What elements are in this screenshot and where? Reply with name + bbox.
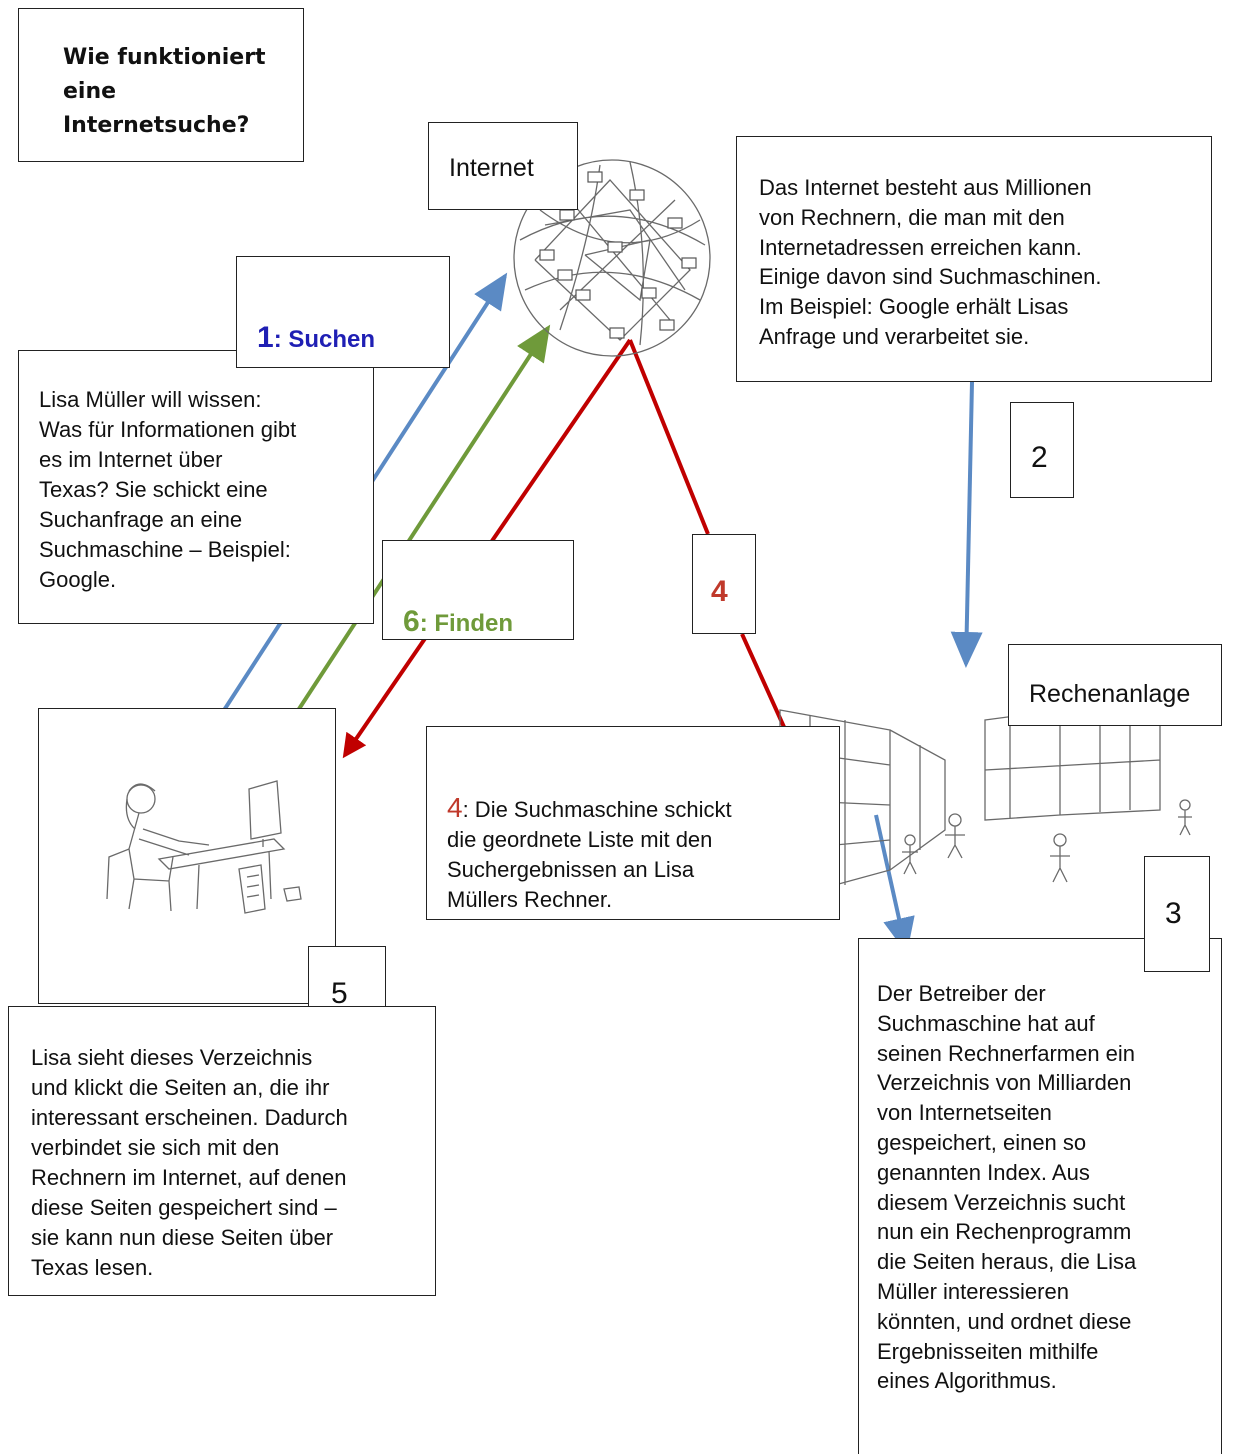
step-6-number: 6 [403,605,420,638]
arrow-to-rechenanlage [950,381,983,668]
step-5-label: 5 [331,977,348,1010]
operator-description-box: Der Betreiber der Suchmaschine hat auf s… [858,938,1222,1454]
page-title: Wie funktioniert eine Internetsuche? [63,45,266,138]
line-internet-to-datacenter [628,339,710,535]
lisa-at-computer-sketch-icon [106,780,302,914]
lisa-picture-box [38,708,336,1004]
step-2-box: 2 [1010,402,1074,498]
internet-globe-sketch-icon [513,159,711,357]
step-4-description-box: 4: Die Suchmaschine schickt die geordnet… [426,726,840,920]
step-4b-text: : Die Suchmaschine schickt die geordnete… [447,797,732,912]
title-box: Wie funktioniert eine Internetsuche? [18,8,304,162]
lisa-sees-text: Lisa sieht dieses Verzeichnis und klickt… [31,1045,348,1280]
step-2-label: 2 [1031,441,1048,474]
step-6-label: 6: Finden [403,581,514,638]
lisa-question-text: Lisa Müller will wissen: Was für Informa… [39,387,297,592]
rechenanlage-label: Rechenanlage [1029,680,1191,708]
internet-label-box: Internet [428,122,578,210]
line-internet-to-datacenter-lower [740,633,786,728]
step-4-label: 4 [711,575,728,608]
step-6-text: : Finden [419,610,514,637]
step-4-box: 4 [692,534,756,634]
step-4b-number: 4 [447,792,463,823]
step-3-label: 3 [1165,897,1182,930]
arrow-find [278,324,551,740]
internet-description-box: Das Internet besteht aus Millionen von R… [736,136,1212,382]
step-1-number: 1 [257,321,274,354]
step-3-box: 3 [1144,856,1210,972]
step-1-label: 1: Suchen [257,297,376,354]
rechenanlage-label-box: Rechenanlage [1008,644,1222,726]
internet-label: Internet [449,154,534,182]
step-4-description: 4: Die Suchmaschine schickt die geordnet… [447,763,732,915]
step-1-box: 1: Suchen [236,256,450,368]
arrow-to-index [874,814,915,954]
internet-description: Das Internet besteht aus Millionen von R… [759,175,1102,349]
step-6-box: 6: Finden [382,540,574,640]
lisa-question-box: Lisa Müller will wissen: Was für Informa… [18,350,374,624]
step-1-text: : Suchen [273,326,376,353]
operator-description: Der Betreiber der Suchmaschine hat auf s… [877,981,1137,1394]
lisa-sees-box: Lisa sieht dieses Verzeichnis und klickt… [8,1006,436,1296]
